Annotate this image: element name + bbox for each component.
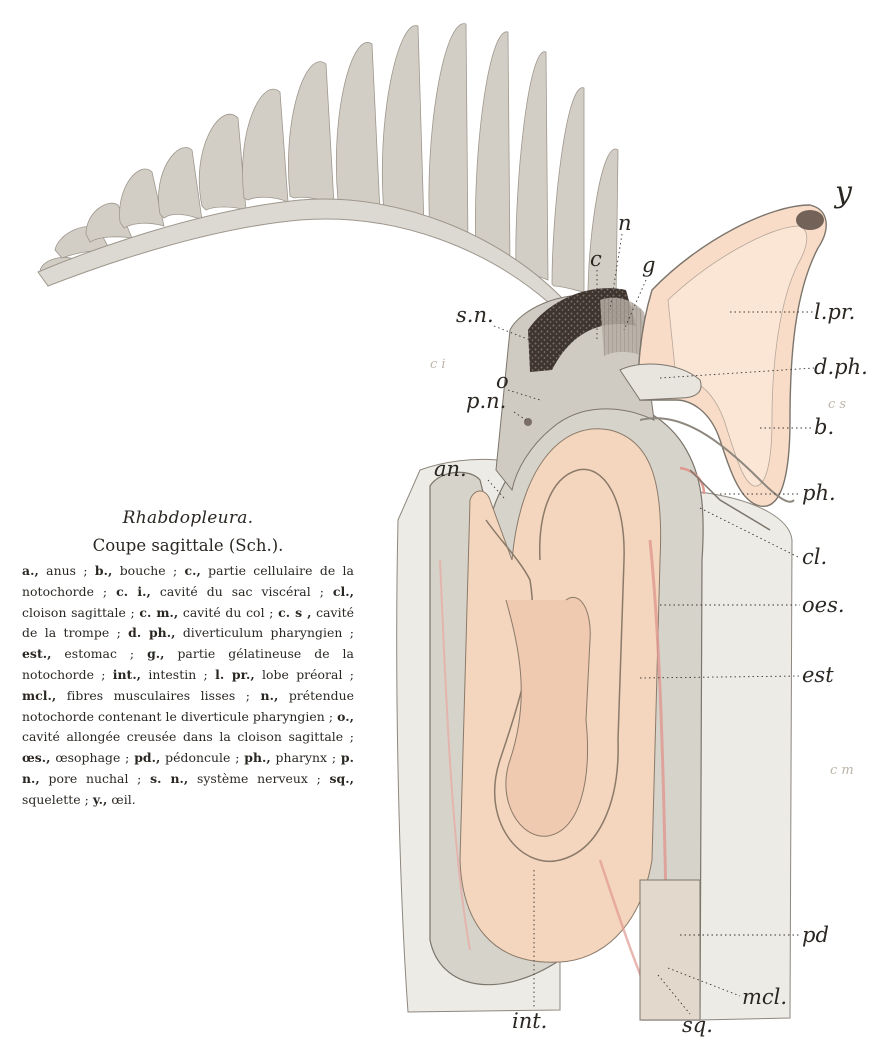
tentacle <box>382 26 424 226</box>
figure-subtitle: Coupe sagittale (Sch.). <box>22 536 354 555</box>
legend-abbr: y., <box>93 792 108 807</box>
label-est: est <box>802 663 834 687</box>
label-c: c <box>590 247 602 271</box>
legend-text: cloison sagittale ; <box>22 605 139 620</box>
label-mcl: mcl. <box>742 985 787 1009</box>
label-pd: pd <box>802 923 829 947</box>
label-sq: sq. <box>682 1013 713 1037</box>
legend-abbr: c. m., <box>139 605 178 620</box>
tentacles <box>40 24 618 302</box>
figure-legend: a., anus ; b., bouche ; c., partie cellu… <box>22 561 354 811</box>
faint-mark-ci: c i <box>430 357 446 372</box>
faint-mark-cs: c s <box>828 397 846 412</box>
label-y: y <box>833 175 853 210</box>
label-oes: oes. <box>802 593 845 617</box>
legend-text: pharynx ; <box>271 750 341 765</box>
tentacle <box>159 148 202 220</box>
tentacle <box>516 52 548 280</box>
legend-abbr: ph., <box>244 750 271 765</box>
legend-text: squelette ; <box>22 792 93 807</box>
legend-text: œil. <box>107 792 135 807</box>
legend-abbr: pd., <box>134 750 160 765</box>
legend-abbr: c., <box>185 563 201 578</box>
legend-text: fibres musculaires lisses ; <box>56 688 260 703</box>
label-b: b. <box>814 415 834 439</box>
label-dph: d.ph. <box>814 355 868 379</box>
label-lpr: l.pr. <box>814 300 855 324</box>
legend-abbr: sq., <box>330 771 354 786</box>
label-n: n <box>618 211 632 235</box>
legend-abbr: d. ph., <box>128 625 175 640</box>
legend-text: lobe préoral ; <box>255 667 354 682</box>
label-cl: cl. <box>802 545 827 569</box>
legend-text: intestin ; <box>141 667 215 682</box>
tentacle <box>243 89 288 202</box>
legend-abbr: c. s , <box>278 605 311 620</box>
legend-abbr: n., <box>261 688 279 703</box>
tentacle <box>429 24 468 246</box>
legend-text: système nerveux ; <box>188 771 329 786</box>
stalk-body <box>397 403 792 1020</box>
stalk-skeleton <box>640 880 700 1020</box>
legend-abbr: a., <box>22 563 39 578</box>
legend-text: pédoncule ; <box>160 750 244 765</box>
legend-abbr: mcl., <box>22 688 56 703</box>
legend-abbr: o., <box>337 709 354 724</box>
tentacle <box>120 169 164 228</box>
legend-abbr: b., <box>95 563 112 578</box>
legend-abbr: c. i., <box>116 584 151 599</box>
label-sn: s.n. <box>456 303 494 327</box>
legend-text: pore nuchal ; <box>40 771 150 786</box>
tentacle <box>552 88 584 292</box>
legend-abbr: est., <box>22 646 51 661</box>
label-g: g <box>642 253 655 277</box>
outer-tube-right <box>700 492 792 1020</box>
figure-title: Rhabdopleura. <box>22 508 354 528</box>
label-int: int. <box>512 1009 547 1033</box>
label-ph: ph. <box>802 481 836 505</box>
faint-mark-cm: c m <box>830 763 854 778</box>
legend-text: bouche ; <box>112 563 184 578</box>
legend-text: cavité du col ; <box>178 605 278 620</box>
legend-abbr: s. n., <box>150 771 188 786</box>
legend-abbr: œs., <box>22 750 51 765</box>
legend-abbr: int., <box>113 667 141 682</box>
tentacle <box>588 149 618 302</box>
legend-abbr: cl., <box>333 584 354 599</box>
tentacle <box>336 42 380 212</box>
legend-text: diverticulum pharyngien ; <box>175 625 354 640</box>
legend-abbr: l. pr., <box>215 667 255 682</box>
legend-text: estomac ; <box>51 646 147 661</box>
legend-abbr: g., <box>147 646 164 661</box>
legend-text: œsophage ; <box>51 750 135 765</box>
nuchal-pore <box>524 418 532 426</box>
legend-text: cavité allongée creusée dans la cloison … <box>22 729 354 744</box>
lophophore-arm <box>38 24 618 350</box>
figure-caption: Rhabdopleura. Coupe sagittale (Sch.). a.… <box>22 508 354 811</box>
tentacle <box>288 62 334 204</box>
eye <box>796 210 824 230</box>
tentacle <box>475 32 510 264</box>
legend-text: anus ; <box>39 563 95 578</box>
label-an: an. <box>434 457 467 481</box>
label-pn: p.n. <box>466 389 506 413</box>
legend-text: cavité du sac viscéral ; <box>151 584 333 599</box>
tentacle <box>199 114 246 210</box>
